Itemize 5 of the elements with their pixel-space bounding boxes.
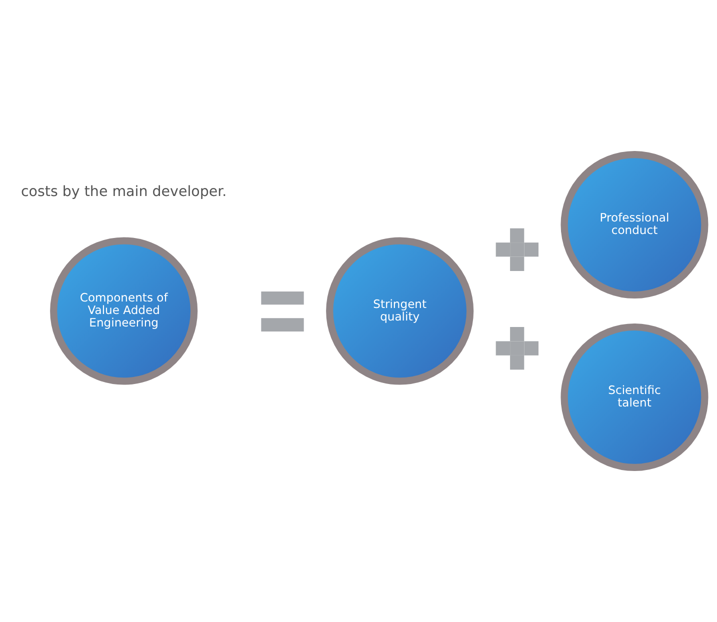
node-circle: Professional conduct — [560, 151, 708, 299]
node-circle: Components of Value Added Engineering — [50, 237, 198, 385]
node-circle: Stringent quality — [326, 237, 474, 385]
node-circle: Scientific talent — [560, 323, 708, 471]
label: costs by the main developer. — [20, 184, 227, 200]
